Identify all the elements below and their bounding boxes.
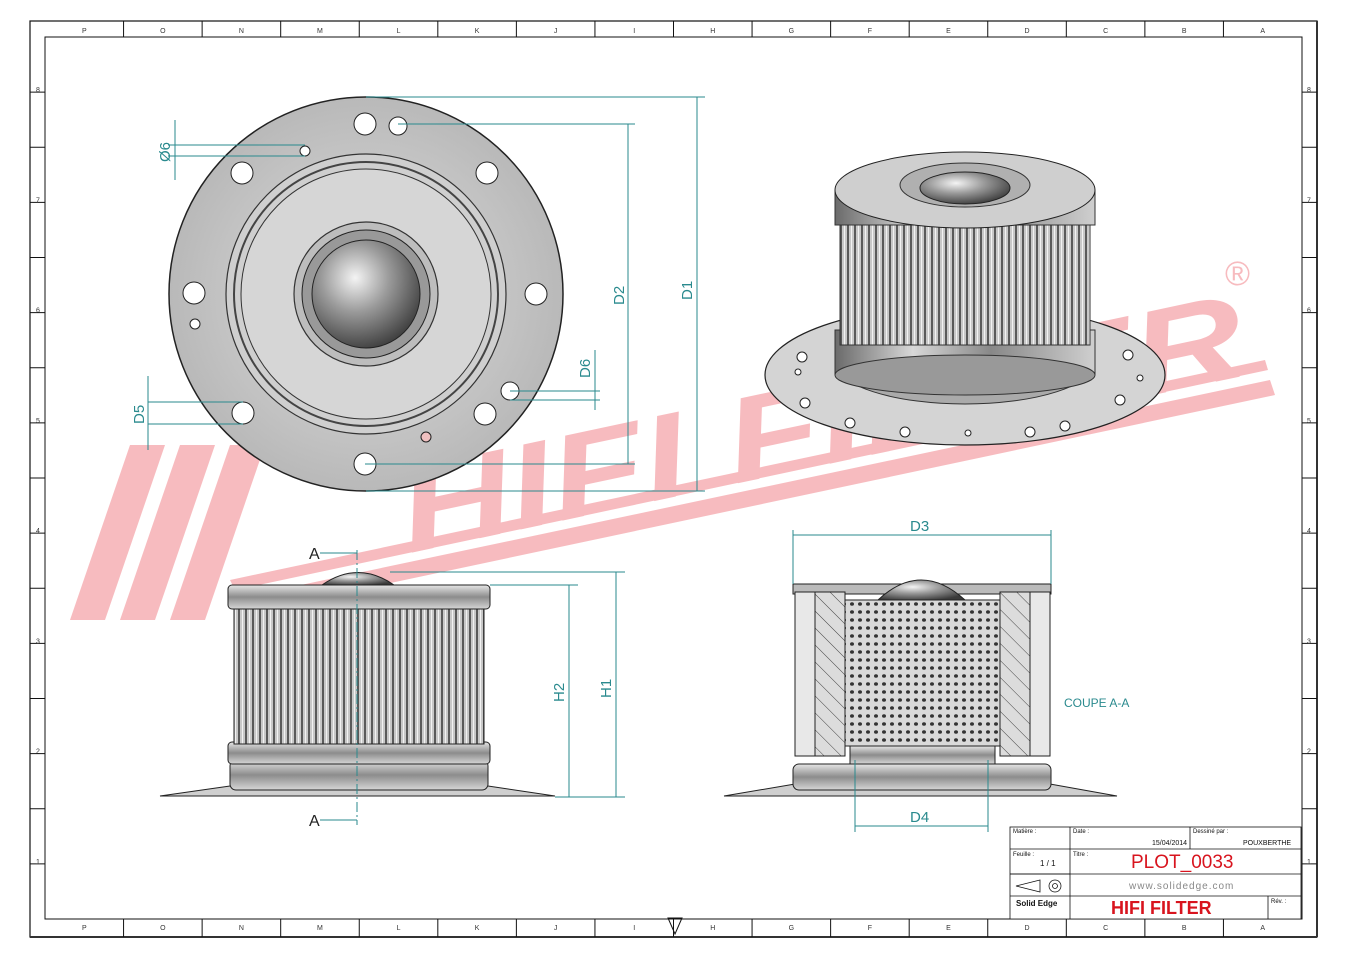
zone-label-right: 5 [1307, 418, 1311, 425]
dim-d6: D6 [577, 359, 594, 378]
zone-label-bottom: C [1103, 925, 1108, 932]
zone-label-right: 4 [1307, 528, 1311, 535]
section-label: COUPE A-A [1064, 696, 1129, 710]
section-view-dimensions [792, 530, 1052, 832]
zone-label-right: 3 [1307, 638, 1311, 645]
zone-label-left: 1 [36, 859, 40, 866]
zone-label-bottom: M [317, 925, 323, 932]
tb-feuille-value: 1 / 1 [1040, 859, 1056, 868]
tb-date-label: Date : [1073, 829, 1089, 835]
zone-label-top: A [1260, 28, 1265, 35]
zone-label-bottom: H [710, 925, 715, 932]
zone-label-bottom: N [239, 925, 244, 932]
dim-d2: D2 [611, 286, 628, 305]
dim-h1: H1 [598, 679, 615, 698]
zone-label-top: P [82, 28, 87, 35]
zone-label-bottom: D [1025, 925, 1030, 932]
dim-d4: D4 [910, 809, 929, 826]
tb-software: Solid Edge [1016, 899, 1058, 908]
front-view-dimensions [320, 552, 625, 821]
zone-label-bottom: I [633, 925, 635, 932]
zone-label-left: 6 [36, 308, 40, 315]
dim-h2: H2 [551, 683, 568, 702]
tb-rev-label: Rév. : [1271, 899, 1287, 905]
zone-label-right: 7 [1307, 197, 1311, 204]
top-view [168, 96, 564, 492]
dim-phi6: Ø6 [157, 142, 174, 162]
tb-company: HIFI FILTER [1111, 898, 1212, 918]
zone-ticks [30, 21, 1317, 937]
section-marker-top: A [309, 546, 320, 563]
zone-labels: P O N M L K J I H G F E D C B A P O N M L K J I H G F E D C B A 8 7 6 5 4 3 2 1… [36, 28, 1311, 932]
zone-label-top: J [554, 28, 558, 35]
zone-label-top: D [1025, 28, 1030, 35]
tb-titre-value: PLOT_0033 [1131, 852, 1233, 873]
zone-label-bottom: J [554, 925, 558, 932]
iso-view [764, 151, 1166, 446]
zone-label-bottom: P [82, 925, 87, 932]
tb-date-value: 15/04/2014 [1152, 840, 1187, 847]
zone-label-bottom: F [868, 925, 872, 932]
zone-label-right: 8 [1307, 87, 1311, 94]
zone-label-top: F [868, 28, 872, 35]
zone-label-left: 3 [36, 638, 40, 645]
section-marker-bottom: A [309, 813, 320, 830]
zone-label-top: O [160, 28, 166, 35]
zone-label-bottom: G [789, 925, 794, 932]
top-view-dimensions [147, 96, 705, 492]
zone-label-left: 8 [36, 87, 40, 94]
zone-label-bottom: B [1182, 925, 1187, 932]
tb-matiere-label: Matière : [1013, 829, 1037, 835]
zone-label-left: 4 [36, 528, 40, 535]
tb-website: www.solidedge.com [1128, 881, 1234, 892]
zone-label-bottom: L [397, 925, 401, 932]
zone-label-top: L [397, 28, 401, 35]
zone-label-right: 1 [1307, 859, 1311, 866]
dim-d5: D5 [131, 405, 148, 424]
dim-d1: D1 [679, 281, 696, 300]
projection-symbol-icon [1015, 879, 1062, 893]
zone-label-bottom: E [946, 925, 951, 932]
projection-triangle-icon [667, 917, 683, 936]
title-block [1009, 826, 1302, 920]
zone-label-top: I [633, 28, 635, 35]
zone-label-top: G [789, 28, 794, 35]
zone-label-right: 2 [1307, 749, 1311, 756]
zone-label-bottom: O [160, 925, 166, 932]
tb-feuille-label: Feuille : [1013, 852, 1034, 858]
watermark-registered: ® [1225, 255, 1250, 293]
section-view [723, 579, 1118, 797]
zone-label-top: M [317, 28, 323, 35]
zone-label-right: 6 [1307, 308, 1311, 315]
zone-label-top: H [710, 28, 715, 35]
zone-label-top: E [946, 28, 951, 35]
zone-label-top: C [1103, 28, 1108, 35]
dim-d3: D3 [910, 518, 929, 535]
zone-label-bottom: K [475, 925, 480, 932]
tb-dessine-value: POUXBERTHE [1243, 840, 1291, 847]
zone-label-top: B [1182, 28, 1187, 35]
zone-label-top: K [475, 28, 480, 35]
zone-label-left: 7 [36, 197, 40, 204]
zone-label-left: 5 [36, 418, 40, 425]
zone-label-left: 2 [36, 749, 40, 756]
zone-label-bottom: A [1260, 925, 1265, 932]
tb-dessine-label: Dessiné par : [1193, 829, 1229, 835]
zone-label-top: N [239, 28, 244, 35]
tb-titre-label: Titre : [1073, 852, 1088, 858]
front-view [159, 550, 556, 825]
